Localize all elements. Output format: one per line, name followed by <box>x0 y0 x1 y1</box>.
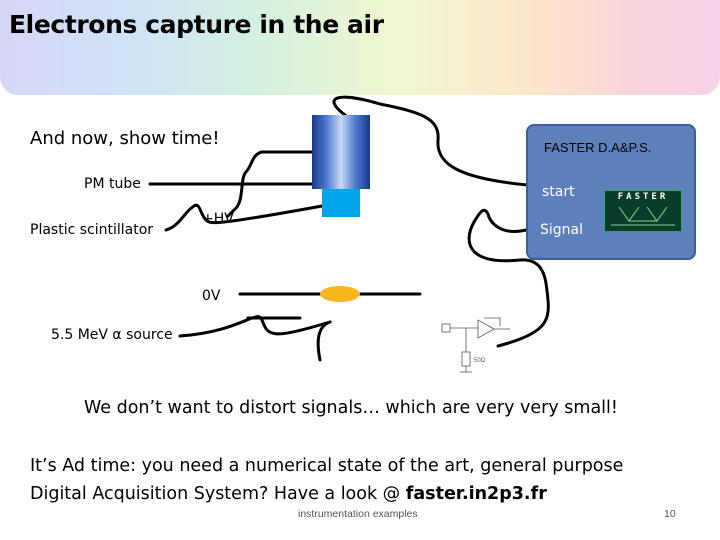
resistor-label: 50Ω <box>474 358 486 364</box>
plastic-scintillator-label: Plastic scintillator <box>30 222 154 238</box>
faster-box-label: FASTER D.A&P.S. <box>544 140 652 155</box>
statement-text: We don’t want to distort signals… which … <box>84 398 618 418</box>
signal-wire-top <box>332 95 542 188</box>
faster-logo-graphic <box>611 206 675 226</box>
faster-link[interactable]: faster.in2p3.fr <box>405 484 547 504</box>
scint-line <box>164 203 324 232</box>
alpha-source <box>320 286 360 302</box>
start-label: start <box>542 184 575 200</box>
source-wire <box>178 315 332 338</box>
faster-logo: FASTER <box>604 190 682 232</box>
footer-text: instrumentation examples <box>298 508 418 520</box>
source-wire-hook <box>316 320 332 362</box>
amplifier-circuit <box>441 317 510 373</box>
zero-v-label: 0V <box>202 288 221 304</box>
page-number: 10 <box>664 508 676 520</box>
signal-label: Signal <box>540 222 584 238</box>
plastic-scintillator <box>322 189 360 217</box>
slide-title: Electrons capture in the air <box>9 10 384 39</box>
ad-line-2: Digital Acquisition System? Have a look … <box>30 484 547 504</box>
alpha-source-label: 5.5 MeV α source <box>51 327 173 343</box>
intro-text: And now, show time! <box>30 128 220 149</box>
ad-line-1: It’s Ad time: you need a numerical state… <box>30 456 624 476</box>
faster-logo-text: FASTER <box>617 192 669 202</box>
pm-tube <box>312 115 370 189</box>
pm-tube-label: PM tube <box>84 176 141 192</box>
title-band <box>0 0 720 95</box>
signal-cable <box>467 208 550 348</box>
hv-cable <box>226 150 314 218</box>
hv-label: +HV <box>202 211 234 227</box>
ad-line-2-prefix: Digital Acquisition System? Have a look … <box>30 484 406 504</box>
